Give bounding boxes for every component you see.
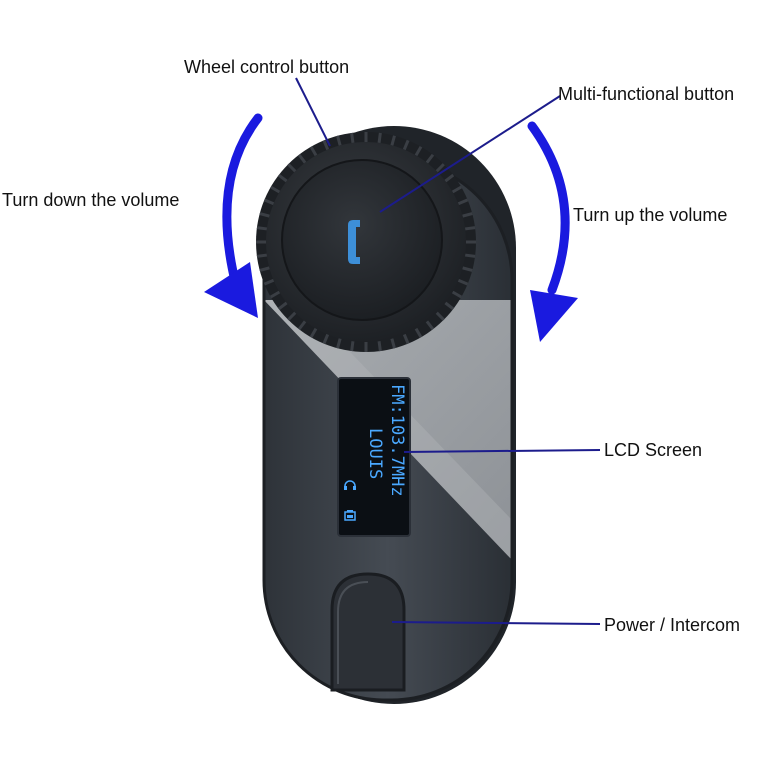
knob-ridge bbox=[425, 153, 435, 164]
knob-ridge bbox=[451, 185, 463, 194]
leader-wheel bbox=[295, 77, 331, 147]
knob-ridge bbox=[457, 198, 469, 206]
knob-ridge bbox=[462, 266, 473, 272]
knob-ridge bbox=[263, 198, 275, 206]
knob-ridge bbox=[277, 173, 288, 183]
power-intercom-button[interactable] bbox=[330, 572, 406, 692]
knob-ridge bbox=[377, 340, 382, 352]
knob-ridge bbox=[350, 132, 355, 144]
lcd-name-text: LOUIS bbox=[365, 428, 385, 479]
knob-ridge bbox=[350, 340, 355, 352]
leader-multi bbox=[379, 95, 561, 213]
knob-ridge bbox=[297, 320, 307, 331]
phone-handset-icon bbox=[348, 220, 360, 264]
knob-ridge bbox=[390, 135, 396, 146]
knob-ridge bbox=[451, 290, 463, 299]
knob-ridge bbox=[464, 253, 476, 258]
lcd-frequency-text: FM:103.7MHz bbox=[387, 384, 407, 497]
knob-ridge bbox=[464, 226, 476, 231]
knob-ridge bbox=[263, 278, 275, 286]
knob-ridge bbox=[287, 311, 297, 321]
knob-ridge bbox=[309, 327, 318, 339]
power-intercom-label: Power / Intercom bbox=[604, 615, 741, 635]
knob-ridge bbox=[457, 278, 469, 286]
knob-ridge bbox=[425, 320, 435, 331]
knob-ridge bbox=[462, 212, 473, 218]
knob-ridge bbox=[277, 301, 288, 311]
knob-ridge bbox=[435, 163, 445, 173]
knob-ridge bbox=[259, 266, 270, 272]
knob-ridge bbox=[390, 338, 396, 349]
wheel-control-label: Wheel control button bbox=[184, 57, 350, 77]
knob-ridge bbox=[336, 338, 342, 349]
knob-ridge bbox=[256, 253, 268, 258]
knob-ridge bbox=[322, 333, 330, 345]
turn-down-label: Turn down the volume bbox=[2, 190, 180, 210]
knob-ridge bbox=[297, 153, 307, 164]
knob-ridge bbox=[414, 145, 423, 157]
knob-ridge bbox=[444, 173, 455, 183]
knob-ridge bbox=[287, 163, 297, 173]
leader-lcd bbox=[403, 449, 601, 453]
knob-ridge bbox=[402, 333, 410, 345]
turn-down-arrow bbox=[204, 113, 263, 318]
knob-ridge bbox=[269, 290, 281, 299]
lcd-screen[interactable] bbox=[337, 377, 411, 537]
leader-power bbox=[391, 621, 601, 625]
knob-ridge bbox=[259, 212, 270, 218]
multi-functional-button[interactable] bbox=[281, 159, 443, 321]
knob-ridge bbox=[377, 132, 382, 144]
turn-up-label: Turn up the volume bbox=[573, 205, 728, 225]
knob-ridge bbox=[256, 226, 268, 231]
knob-ridge bbox=[336, 135, 342, 146]
lcd-screen-label: LCD Screen bbox=[604, 440, 703, 460]
battery-icon bbox=[344, 510, 356, 521]
multi-functional-label: Multi-functional button bbox=[558, 84, 735, 104]
turn-up-arrow bbox=[527, 121, 578, 342]
knob-ridge bbox=[402, 139, 410, 151]
knob-ridge bbox=[322, 139, 330, 151]
knob-ridge bbox=[269, 185, 281, 194]
headset-icon bbox=[344, 480, 356, 490]
knob-ridge bbox=[435, 311, 445, 321]
knob-ridge bbox=[444, 301, 455, 311]
knob-ridge bbox=[309, 145, 318, 157]
knob-ridge bbox=[414, 327, 423, 339]
